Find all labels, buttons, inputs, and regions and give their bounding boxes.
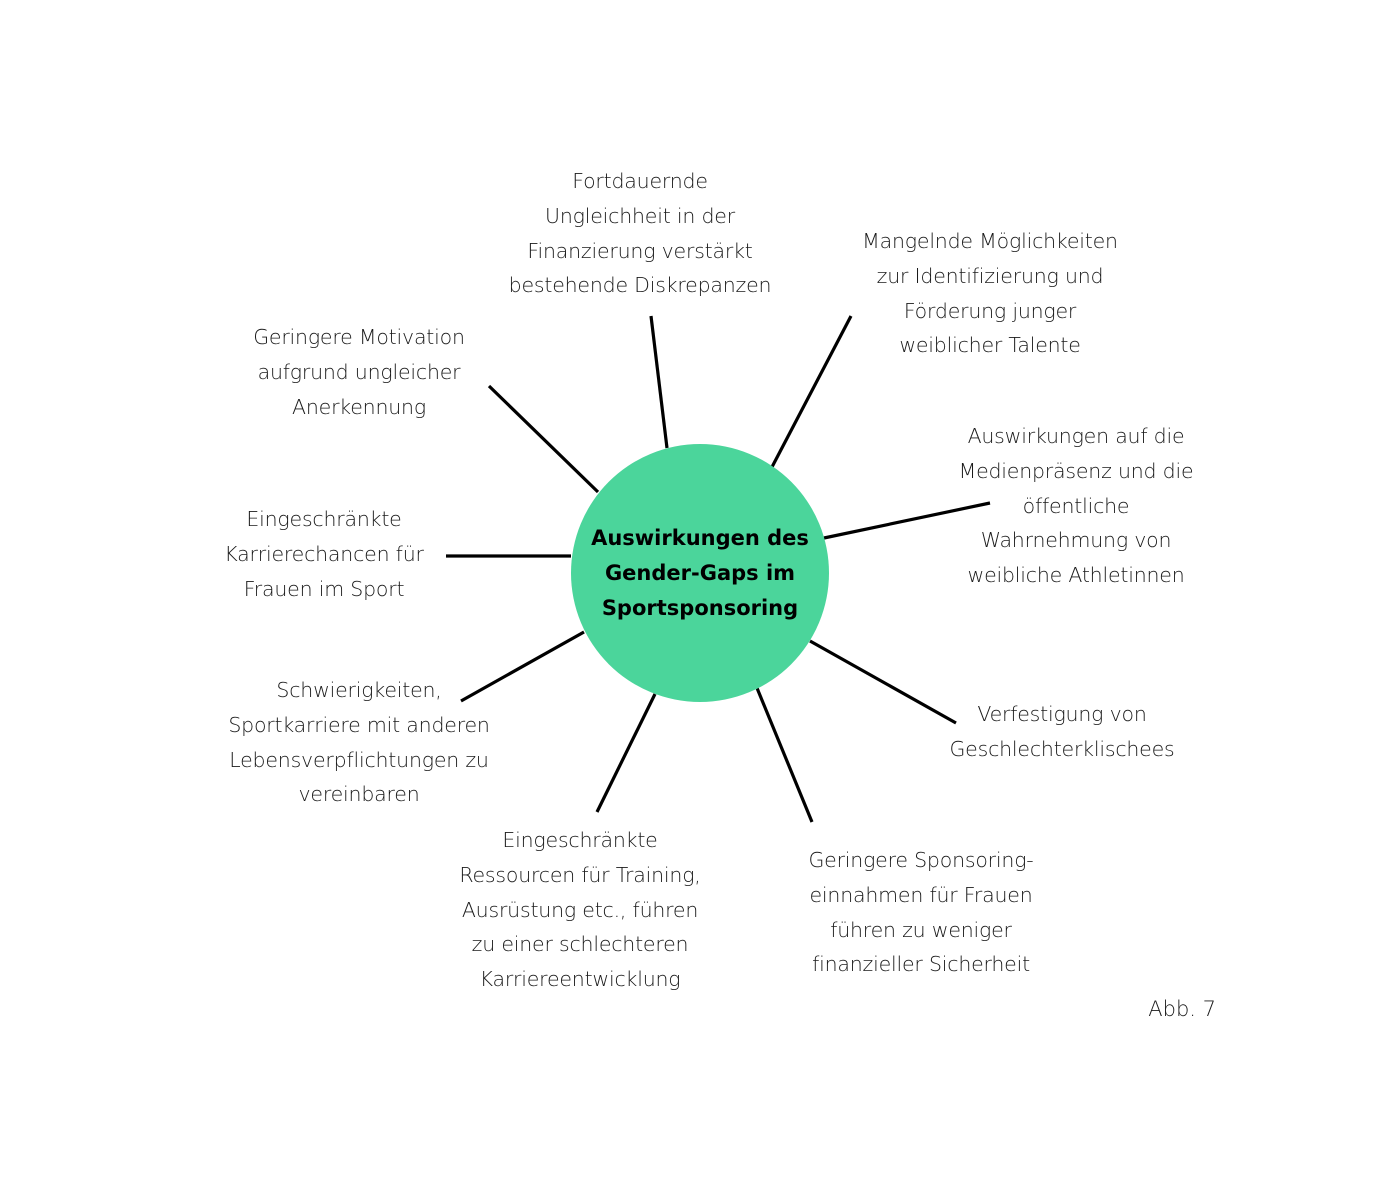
- node-text-line: einnahmen für Frauen: [809, 882, 1033, 907]
- central-topic-circle: Auswirkungen des Gender-Gaps im Sportspo…: [571, 444, 829, 702]
- node-text-line: Medienpräsenz und die: [958, 458, 1194, 483]
- figure-label: Abb. 7: [1148, 997, 1216, 1021]
- node-life-obligations: Schwierigkeiten, Sportkarriere mit ander…: [196, 673, 522, 812]
- node-text-line: öffentliche: [1022, 493, 1130, 518]
- spoke-bottom-left: [595, 693, 657, 813]
- node-text-line: weiblicher Talente: [899, 333, 1081, 358]
- central-topic-line: Sportsponsoring: [601, 595, 799, 620]
- node-sponsoring-income: Geringere Sponsoring- einnahmen für Frau…: [776, 843, 1066, 982]
- node-media-presence: Auswirkungen auf die Medienpräsenz und d…: [926, 419, 1226, 593]
- spoke-top: [649, 315, 669, 449]
- node-text-line: Fortdauernde: [572, 169, 708, 193]
- node-text-line: Karrierechancen für: [224, 541, 424, 566]
- node-text-line: finanzieller Sicherheit: [812, 952, 1030, 977]
- spoke-bottom-right: [755, 687, 814, 823]
- node-text-line: Wahrnehmung von: [980, 528, 1172, 553]
- node-text-line: Ausrüstung etc., führen: [461, 897, 699, 922]
- central-topic-line: Auswirkungen des: [591, 525, 809, 550]
- node-text-line: Schwierigkeiten,: [276, 678, 442, 702]
- node-text-line: Geringere Sponsoring-: [808, 848, 1034, 872]
- node-text-line: Eingeschränkte: [502, 828, 658, 852]
- node-text-line: Ungleichheit in der: [545, 203, 735, 228]
- node-text-line: Geringere Motivation: [253, 325, 465, 349]
- node-text-line: Verfestigung von: [977, 702, 1147, 726]
- node-text-line: zur Identifizierung und: [876, 263, 1104, 288]
- spoke-top-right: [770, 315, 853, 468]
- node-text-line: Förderung junger: [903, 298, 1077, 323]
- node-text-line: Finanzierung verstärkt: [527, 238, 753, 263]
- node-text-line: Auswirkungen auf die: [967, 424, 1185, 448]
- node-text-line: zu einer schlechteren: [471, 932, 689, 957]
- node-text-line: aufgrund ungleicher: [257, 359, 461, 384]
- central-topic-line: Gender-Gaps im: [604, 560, 796, 585]
- node-text-line: Anerkennung: [292, 394, 426, 419]
- node-text-line: Karriereentwicklung: [479, 967, 681, 992]
- node-text-line: Mangelnde Möglichkeiten: [862, 229, 1118, 253]
- spoke-lower-left: [460, 630, 585, 703]
- node-text-line: Eingeschränkte: [246, 507, 402, 531]
- node-gender-stereotypes: Verfestigung von Geschlechterklischees: [922, 697, 1202, 767]
- node-text-line: weibliche Athletinnen: [967, 563, 1185, 588]
- node-talent-promotion: Mangelnde Möglichkeiten zur Identifizier…: [820, 224, 1160, 363]
- spoke-right: [823, 501, 991, 540]
- node-funding-inequality: Fortdauernde Ungleichheit in der Finanzi…: [470, 164, 810, 303]
- node-text-line: Frauen im Sport: [243, 576, 405, 601]
- node-text-line: vereinbaren: [298, 782, 420, 807]
- node-career-chances: Eingeschränkte Karrierechancen für Fraue…: [196, 502, 452, 606]
- spoke-lower-right: [809, 639, 957, 725]
- node-text-line: bestehende Diskrepanzen: [508, 273, 772, 298]
- central-topic-label: Auswirkungen des Gender-Gaps im Sportspo…: [580, 521, 820, 626]
- node-limited-resources: Eingeschränkte Ressourcen für Training, …: [428, 823, 732, 997]
- node-text-line: Lebensverpflichtungen zu: [229, 747, 489, 772]
- node-text-line: Geschlechterklischees: [949, 736, 1175, 761]
- node-text-line: Sportkarriere mit anderen: [228, 712, 490, 737]
- node-lower-motivation: Geringere Motivation aufgrund ungleicher…: [222, 320, 496, 424]
- spoke-top-left: [487, 384, 600, 494]
- node-text-line: führen zu weniger: [830, 917, 1012, 942]
- node-text-line: Ressourcen für Training,: [459, 862, 701, 887]
